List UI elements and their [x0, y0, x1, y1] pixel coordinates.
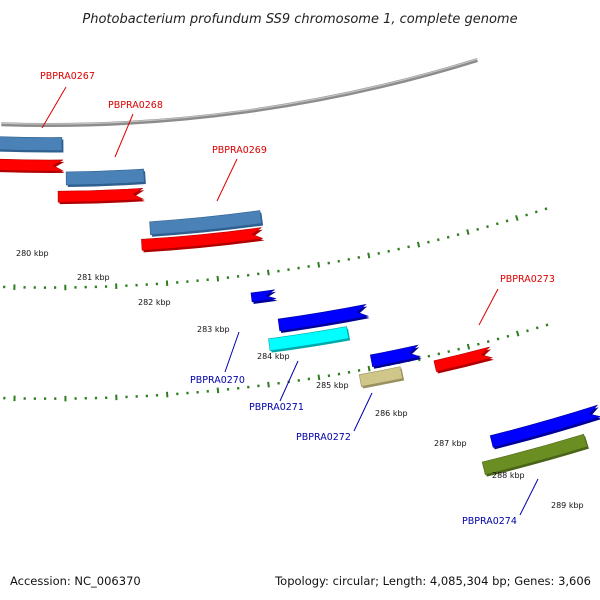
tick-mark-inner	[535, 326, 539, 330]
cyan-feature[interactable]	[268, 326, 349, 351]
blue-arrow-3[interactable]	[489, 404, 600, 448]
tick-mark-inner	[506, 334, 510, 338]
backbone-line	[1, 58, 478, 127]
blue-arrow-1[interactable]	[277, 303, 370, 332]
tick-mark-outer	[456, 233, 460, 237]
accession-text: Accession: NC_006370	[10, 574, 141, 588]
scale-label: 286 kbp	[375, 409, 408, 418]
leader-line	[224, 331, 240, 373]
feature-track	[0, 136, 600, 477]
leader-line	[279, 360, 299, 402]
tick-marks	[3, 207, 549, 402]
red-arrow-3[interactable]	[141, 227, 263, 251]
scale-label: 284 kbp	[257, 352, 290, 361]
scale-label: 289 kbp	[551, 501, 584, 510]
blue-arrow-small[interactable]	[250, 289, 277, 303]
tick-mark-outer	[377, 251, 381, 255]
tick-mark-inner	[427, 354, 431, 358]
tick-mark-inner	[486, 340, 490, 344]
leader-line	[216, 158, 238, 202]
tick-mark-outer	[495, 222, 499, 226]
tick-mark-outer	[216, 275, 220, 282]
genome-summary-text: Topology: circular; Length: 4,085,304 bp…	[275, 574, 591, 588]
blue-feature-2[interactable]	[65, 168, 145, 186]
tick-mark-inner	[515, 330, 520, 337]
scale-label: 283 kbp	[197, 325, 230, 334]
red-arrow-1[interactable]	[0, 158, 65, 172]
tick-mark-inner	[545, 323, 549, 327]
olive-feature[interactable]	[481, 433, 588, 475]
tick-mark-inner	[526, 329, 529, 333]
tick-mark-inner	[437, 352, 441, 356]
leader-line	[478, 288, 499, 326]
gene-label-pbpra0268[interactable]: PBPRA0268	[108, 100, 163, 111]
gene-label-pbpra0274[interactable]: PBPRA0274	[462, 516, 517, 527]
leader-line	[114, 113, 134, 158]
tick-mark-inner	[457, 347, 460, 351]
leader-line	[519, 478, 539, 516]
backbone	[1, 58, 478, 127]
blue-arrow-2[interactable]	[369, 344, 422, 368]
gene-label-pbpra0267[interactable]: PBPRA0267	[40, 71, 95, 82]
blue-feature-3[interactable]	[149, 210, 262, 236]
red-arrow-2[interactable]	[57, 187, 145, 203]
tick-mark-outer	[317, 261, 321, 268]
tick-mark-inner	[447, 350, 451, 354]
khaki-feature[interactable]	[358, 366, 403, 387]
gene-label-pbpra0270[interactable]: PBPRA0270	[190, 375, 245, 386]
scale-label: 285 kbp	[316, 381, 349, 390]
gene-labels: PBPRA0267PBPRA0268PBPRA0269PBPRA0270PBPR…	[40, 71, 555, 527]
tick-mark-inner	[267, 381, 270, 388]
tick-mark-inner	[317, 374, 321, 381]
tick-mark-outer	[446, 235, 450, 239]
tick-mark-inner	[216, 387, 220, 394]
gene-label-pbpra0271[interactable]: PBPRA0271	[249, 402, 304, 413]
backbone-highlight	[1, 58, 478, 125]
leader-line	[353, 392, 373, 432]
scale-label: 288 kbp	[492, 471, 525, 480]
tick-mark-outer	[544, 207, 548, 211]
tick-mark-outer	[525, 213, 528, 217]
tick-mark-inner	[476, 342, 480, 346]
gene-label-pbpra0272[interactable]: PBPRA0272	[296, 432, 351, 443]
gene-label-pbpra0273[interactable]: PBPRA0273	[500, 274, 555, 285]
tick-mark-outer	[534, 210, 538, 214]
tick-mark-outer	[427, 240, 430, 244]
tick-mark-inner	[496, 337, 500, 341]
tick-mark-outer	[466, 229, 470, 235]
tick-mark-outer	[367, 252, 371, 259]
scale-labels: 280 kbp 281 kbp 282 kbp 283 kbp 284 kbp 285 k…	[16, 249, 584, 510]
tick-mark-outer	[515, 215, 519, 221]
tick-mark-outer	[486, 225, 489, 229]
map-title: Photobacterium profundum SS9 chromosome …	[82, 12, 517, 27]
scale-label: 287 kbp	[434, 439, 467, 448]
tick-mark-inner	[367, 365, 371, 372]
tick-mark-outer	[266, 269, 270, 276]
scale-label: 281 kbp	[77, 273, 110, 282]
tick-mark-outer	[476, 227, 480, 231]
tick-mark-outer	[407, 245, 410, 249]
blue-feature-1[interactable]	[0, 136, 63, 151]
tick-mark-outer	[387, 249, 391, 253]
tick-mark-outer	[416, 241, 421, 248]
tick-mark-inner	[466, 343, 471, 350]
tick-mark-outer	[505, 219, 509, 223]
tick-mark-outer	[436, 238, 440, 242]
red-arrow-4[interactable]	[433, 346, 493, 372]
scale-label: 282 kbp	[138, 298, 171, 307]
leader-line	[41, 86, 67, 129]
tick-mark-outer	[397, 247, 400, 251]
scale-label: 280 kbp	[16, 249, 49, 258]
gene-label-pbpra0269[interactable]: PBPRA0269	[212, 145, 267, 156]
